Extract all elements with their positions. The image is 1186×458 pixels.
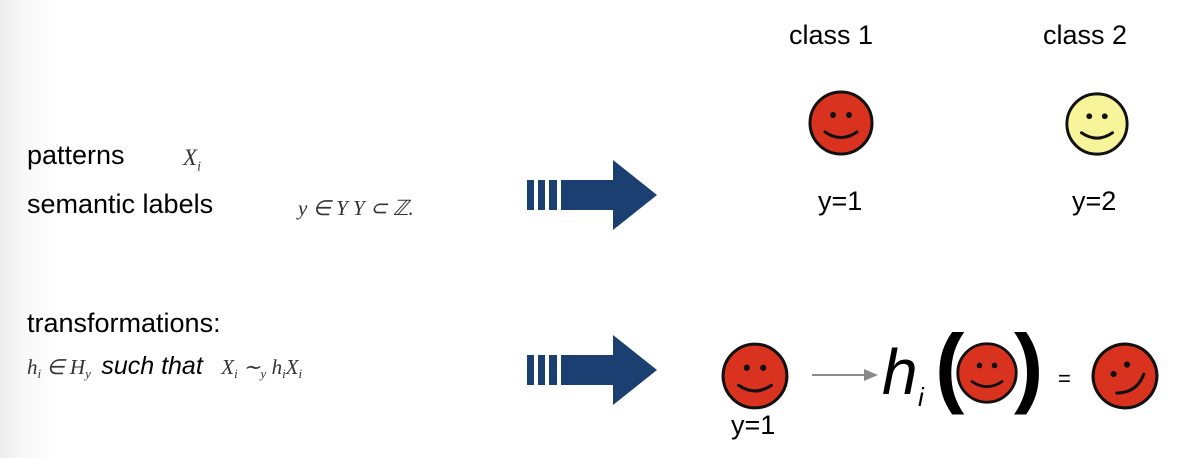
semantic-labels-label: semantic labels (27, 189, 214, 219)
close-paren: ) (1014, 316, 1044, 415)
thin-arrow-icon (812, 369, 878, 381)
inside-smiley-icon (956, 342, 1018, 404)
equals-sign: = (1058, 366, 1071, 391)
class-2-smiley-icon (1065, 92, 1129, 156)
class-1-smiley-icon (808, 90, 874, 156)
h-symbol: h (882, 336, 918, 408)
class-1-header: class 1 (789, 20, 874, 50)
patterns-math: Xi (183, 145, 201, 175)
rotated-smiley-icon (1091, 342, 1159, 410)
class-1-label: y=1 (818, 186, 863, 216)
class-2-label: y=2 (1072, 186, 1117, 216)
patterns-label: patterns (27, 140, 125, 170)
input-smiley-icon (721, 342, 789, 410)
transformations-label: transformations: (27, 308, 221, 338)
h-subscript: i (918, 382, 924, 412)
class-2-header: class 2 (1043, 20, 1128, 50)
semantic-labels-math: y ∈ Y Y ⊂ ℤ. (298, 196, 414, 220)
double-bar-arrow-icon (527, 335, 657, 405)
input-label: y=1 (731, 410, 776, 440)
transformation-condition: hi ∈ Hy such that Xi ∼y hiXi (27, 352, 303, 382)
double-bar-arrow-icon (527, 160, 657, 230)
